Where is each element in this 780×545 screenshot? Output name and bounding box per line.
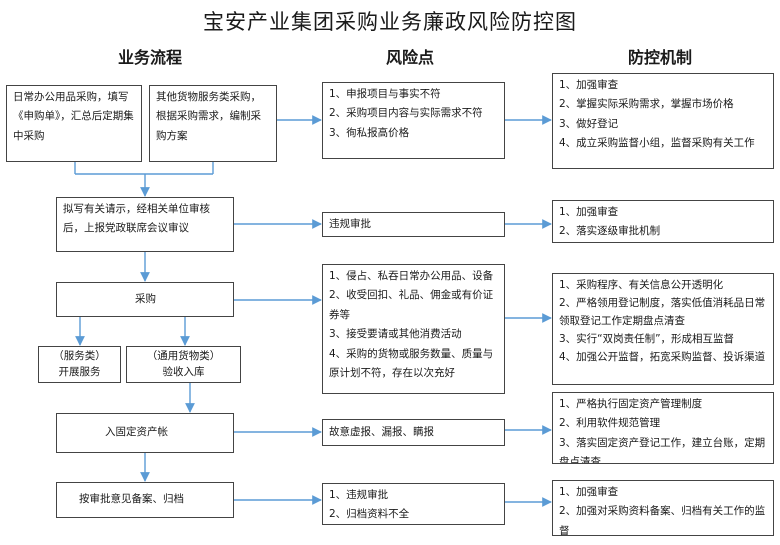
process-office-purchase-box: 日常办公用品采购，填写《申购单》，汇总后定期集中采购 bbox=[6, 85, 142, 162]
control-box-1: 1、加强审查 2、掌握实际采购需求，掌握市场价格 3、做好登记 4、成立采购监督… bbox=[552, 73, 774, 169]
process-purchase-box: 采购 bbox=[56, 282, 234, 317]
risk-box-4: 故意虚报、漏报、瞒报 bbox=[322, 419, 505, 446]
process-goods-box: （通用货物类） 验收入库 bbox=[126, 346, 241, 383]
process-other-purchase-box: 其他货物服务类采购，根据采购需求，编制采购方案 bbox=[149, 85, 277, 162]
process-archive-box: 按审批意见备案、归档 bbox=[56, 482, 234, 518]
control-box-3: 1、采购程序、有关信息公开透明化 2、严格领用登记制度，落实低值消耗品日常领取登… bbox=[552, 273, 774, 385]
process-column-header: 业务流程 bbox=[117, 48, 182, 67]
process-asset-box: 入固定资产帐 bbox=[56, 413, 234, 453]
process-request-box: 拟写有关请示，经相关单位审核后，上报党政联席会议审议 bbox=[56, 197, 234, 252]
risk-column-header: 风险点 bbox=[385, 48, 434, 67]
risk-box-3: 1、侵占、私吞日常办公用品、设备 2、收受回扣、礼品、佣金或有价证券等 3、接受… bbox=[322, 264, 505, 394]
risk-box-2: 违规审批 bbox=[322, 212, 505, 237]
control-box-4: 1、严格执行固定资产管理制度 2、利用软件规范管理 3、落实固定资产登记工作，建… bbox=[552, 392, 774, 464]
diagram-title: 宝安产业集团采购业务廉政风险防控图 bbox=[203, 10, 577, 34]
process-service-box: （服务类） 开展服务 bbox=[38, 346, 121, 383]
risk-box-5: 1、违规审批 2、归档资料不全 bbox=[322, 483, 505, 525]
risk-box-1: 1、申报项目与事实不符 2、采购项目内容与实际需求不符 3、徇私报高价格 bbox=[322, 82, 505, 159]
control-box-2: 1、加强审查 2、落实逐级审批机制 bbox=[552, 200, 774, 243]
control-box-5: 1、加强审查 2、加强对采购资料备案、归档有关工作的监督 bbox=[552, 480, 774, 536]
control-column-header: 防控机制 bbox=[627, 48, 692, 67]
